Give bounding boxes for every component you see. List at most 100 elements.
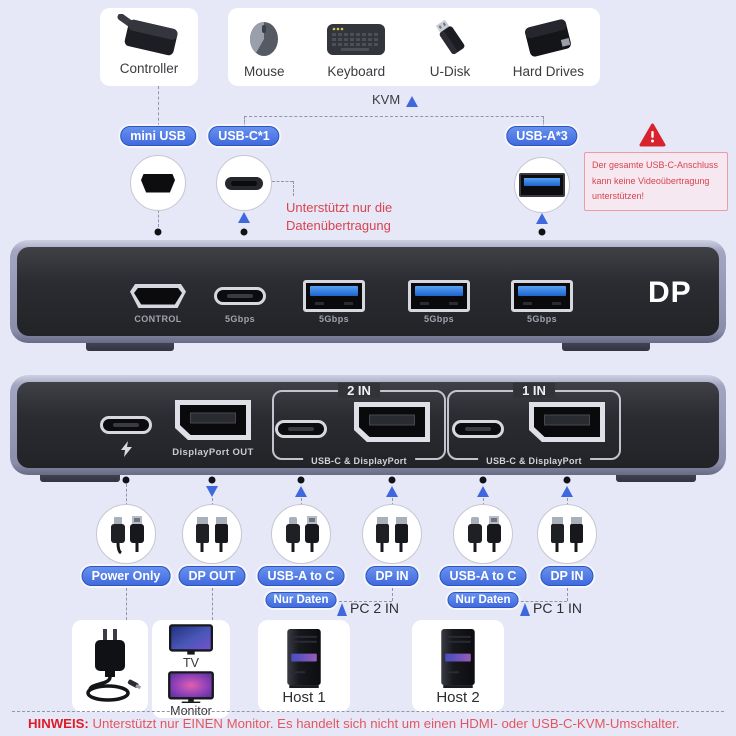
dot-usba [538,228,546,236]
dash-power-stem [126,484,127,506]
usb-c-up-arrow-icon [238,212,250,223]
panel-usb-side [10,240,726,343]
monitor-icon [168,670,214,703]
pill-dp-out: DP OUT [178,566,246,586]
usb-c-data-only-note: Unterstützt nur die Datenübertragung [286,200,393,233]
peripheral-udisk: U-Disk [428,15,472,79]
dot-col-dpout [208,476,216,484]
dash-note-v [293,181,294,196]
udisk-icon [428,15,472,61]
tv-label: TV [183,655,199,670]
dash-kvm-horizontal [244,116,544,117]
host1-box: Host 1 [258,620,350,712]
dash-note-h [272,181,293,182]
bottom-separator-dash [12,711,724,712]
kvm-label: KVM [372,92,401,107]
peripheral-mouse: Mouse [244,15,285,79]
panel1-control-port [130,284,186,308]
power-bolt-icon [121,441,132,457]
dp-in-cable-icon [551,517,583,552]
power-adapter-box [72,620,148,712]
panel1-usba-port-1 [303,280,365,312]
usb-a-to-c-cable-icon [468,516,501,552]
pill-power-only: Power Only [81,566,171,586]
dash-pc2-h [334,601,392,602]
hinweis-body: Unterstützt nur EINEN Monitor. Es handel… [88,716,680,731]
pc2-in-link: PC 2 IN [337,600,399,616]
mini-usb-port-circle [130,155,186,211]
pc1-up-arrow-icon [520,603,530,616]
mouse-icon [244,15,284,61]
dash-pc1-v [567,588,568,601]
usbac1-up-arrow-icon [477,486,489,497]
hinweis-note: HINWEIS: Unterstützt nur EINEN Monitor. … [28,716,680,731]
mini-usb-plug-icon [141,173,175,193]
pill-usb-c: USB-C*1 [208,126,280,146]
tv-icon [168,624,214,655]
dash-dpin1-stem [567,498,568,506]
panel2-1in-usbc-port [452,420,504,438]
dp-out-port-label: DisplayPort OUT [172,447,254,458]
section-1in: 1 IN USB-C & DisplayPort [447,383,621,466]
dp-in-cable-circle-2 [362,504,422,564]
dpin1-up-arrow-icon [561,486,573,497]
peripherals-box: Mouse Keyboard [228,8,600,86]
panel1-usbc-label: 5Gbps [224,314,256,324]
dash-power-to-adapter [126,588,127,620]
host1-tower-icon [287,628,321,689]
dot-col-power [122,476,130,484]
panel2-dp-out-port [175,400,251,440]
usbac2-up-arrow-icon [295,486,307,497]
pill-usb-a-to-c-1: USB-A to C [439,566,527,586]
dp-out-cable-circle [182,504,242,564]
dp-in-cable-icon [376,517,408,552]
panel2-2in-dp-port [354,402,430,442]
usb-a-plug-icon [519,173,565,197]
panel1-usbc-port [214,287,266,305]
dot-miniusb [154,228,162,236]
host2-box: Host 2 [412,620,504,712]
dash-controller-down [158,86,159,126]
dp-logo: DP [648,276,692,309]
pill-usb-a-to-c-2: USB-A to C [257,566,345,586]
dash-usbc-stub [244,116,245,126]
pill-usb-a: USB-A*3 [506,126,578,146]
power-cable-icon [111,516,144,554]
controller-label: Controller [119,61,179,76]
controller-icon [113,12,185,58]
panel1-usba-port-3 [511,280,573,312]
tv-monitor-box: TV Monitor [152,620,230,718]
dot-col-usbac2 [297,476,305,484]
usb-c-port-circle [216,155,272,211]
host1-label: Host 1 [282,689,326,706]
kvm-link: KVM [372,92,419,107]
pc1-in-link: PC 1 IN [520,600,582,616]
dp-out-down-arrow-icon [206,486,218,497]
usb-a-port-circle [514,157,570,213]
dot-col-usbac1 [479,476,487,484]
dot-usbc [240,228,248,236]
pill-nur-daten-1: Nur Daten [447,592,519,608]
usb-c-warning-box: Der gesamte USB-C-Anschluss kann keine V… [584,152,728,211]
keyboard-icon [325,15,387,61]
dot-col-dpin1 [563,476,571,484]
pc2-up-arrow-icon [337,603,347,616]
dpin2-up-arrow-icon [386,486,398,497]
dash-miniusb-stem [158,210,159,227]
peripheral-hard-drives: Hard Drives [513,15,584,79]
controller-item: Controller [100,8,198,76]
dash-usba-stub [543,116,544,126]
dash-dpin2-stem [392,498,393,506]
pill-mini-usb: mini USB [120,126,196,146]
panel2-power-usbc-port [100,416,152,434]
dot-col-dpin2 [388,476,396,484]
dash-dpout-to-display [212,588,213,620]
host2-tower-icon [441,628,475,689]
warning-triangle-icon [639,123,666,147]
pc1-in-label: PC 1 IN [533,600,583,616]
dp-out-cable-icon [196,517,228,552]
controller-box: Controller [100,8,198,86]
dash-pc1-h [516,601,567,602]
panel2-1in-dp-port [529,402,605,442]
